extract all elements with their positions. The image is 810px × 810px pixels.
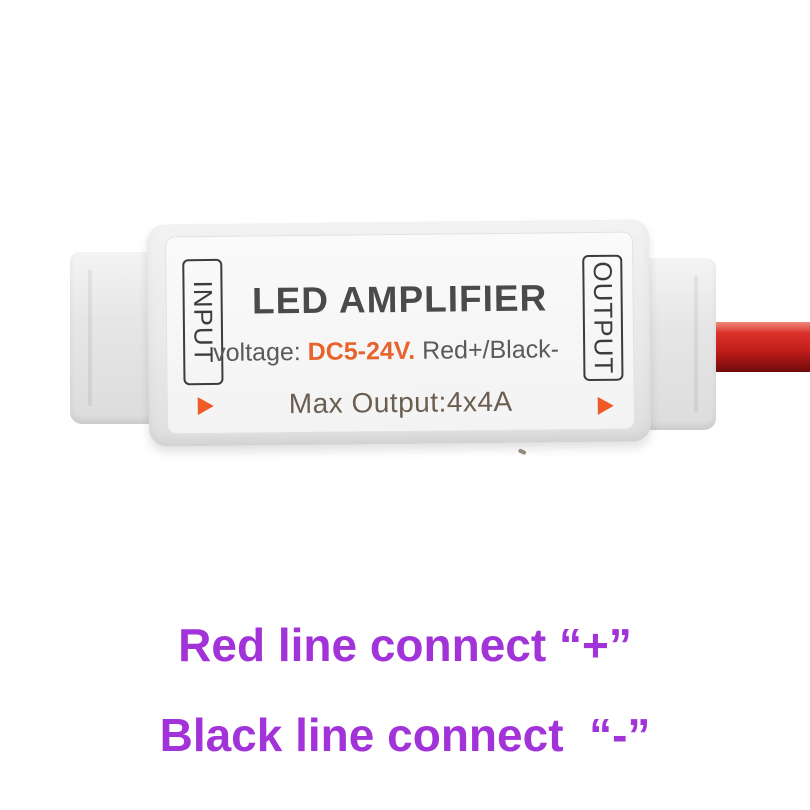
scuff-mark xyxy=(517,448,527,456)
output-port-box: OUTPUT xyxy=(582,254,624,382)
voltage-prefix: voltage: xyxy=(213,337,308,367)
label-title: LED AMPLIFIER xyxy=(251,277,548,322)
amplifier-label: INPUT LED AMPLIFIER voltage: DC5-24V. Re… xyxy=(164,231,636,456)
output-label: OUTPUT xyxy=(587,261,619,375)
max-output: Max Output:4x4A xyxy=(288,385,513,420)
end-cap-groove xyxy=(88,270,92,406)
amplifier-body: INPUT LED AMPLIFIER voltage: DC5-24V. Re… xyxy=(146,219,652,456)
end-cap-groove xyxy=(694,276,698,412)
caption-red-line: Red line connect “+” xyxy=(178,619,632,671)
voltage-value: DC5-24V. xyxy=(307,336,416,366)
output-arrow-icon xyxy=(597,396,614,415)
voltage-line: voltage: DC5-24V. Red+/Black- xyxy=(213,335,573,368)
voltage-suffix: Red+/Black- xyxy=(415,335,560,365)
caption-black-line: Black line connect “-” xyxy=(159,709,651,761)
